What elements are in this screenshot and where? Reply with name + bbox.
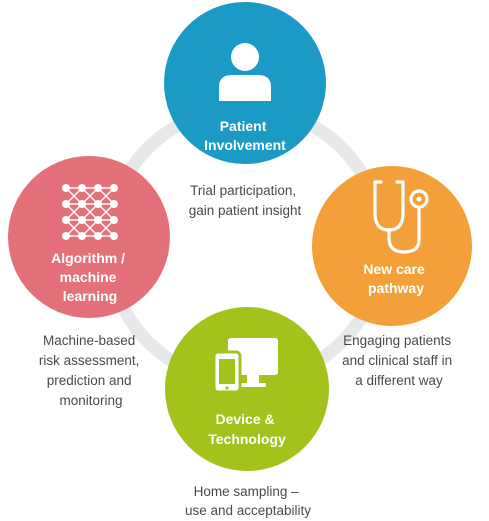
- description-line: use and acceptability: [185, 503, 311, 518]
- description-line: monitoring: [59, 393, 122, 408]
- node-label-line: machine: [60, 269, 117, 285]
- node-care-label: New care pathway: [363, 261, 428, 296]
- person-icon: [219, 43, 271, 101]
- description-algorithm: Machine-based risk assessment, predictio…: [39, 333, 143, 408]
- description-line: Machine-based: [43, 333, 135, 348]
- node-label-line: Technology: [208, 431, 286, 447]
- node-label-line: Patient: [220, 118, 267, 134]
- node-label-line: Involvement: [204, 137, 286, 153]
- description-line: a different way: [355, 373, 443, 388]
- description-line: prediction and: [47, 373, 132, 388]
- description-line: and clinical staff in: [342, 353, 452, 368]
- description-line: Trial participation,: [190, 183, 296, 198]
- description-care: Engaging patients and clinical staff in …: [342, 333, 456, 388]
- node-label-line: learning: [63, 288, 117, 304]
- node-patient-involvement: Patient Involvement: [164, 2, 326, 164]
- node-algorithm-label: Algorithm / machine learning: [51, 250, 129, 304]
- description-line: Engaging patients: [343, 333, 451, 348]
- node-new-care-pathway: New care pathway: [312, 166, 472, 326]
- node-label-line: pathway: [368, 280, 424, 296]
- description-patient: Trial participation, gain patient insigh…: [189, 183, 302, 218]
- node-label-line: New care: [363, 261, 425, 277]
- node-patient-label: Patient Involvement: [204, 118, 286, 153]
- node-device-circle: [165, 307, 329, 471]
- description-line: gain patient insight: [189, 203, 302, 218]
- description-device: Home sampling – use and acceptability: [185, 484, 311, 518]
- description-line: Home sampling –: [194, 484, 300, 499]
- neural-network-icon: [62, 184, 118, 240]
- devices-icon: [212, 338, 278, 394]
- node-algorithm-circle: [8, 156, 170, 318]
- node-label-line: Algorithm /: [51, 250, 125, 266]
- description-line: risk assessment,: [39, 353, 140, 368]
- node-device-technology: Device & Technology: [165, 307, 329, 471]
- node-device-label: Device & Technology: [208, 411, 286, 447]
- node-label-line: Device &: [215, 411, 274, 427]
- node-algorithm-machine-learning: Algorithm / machine learning: [8, 156, 170, 318]
- stethoscope-icon: [373, 180, 429, 254]
